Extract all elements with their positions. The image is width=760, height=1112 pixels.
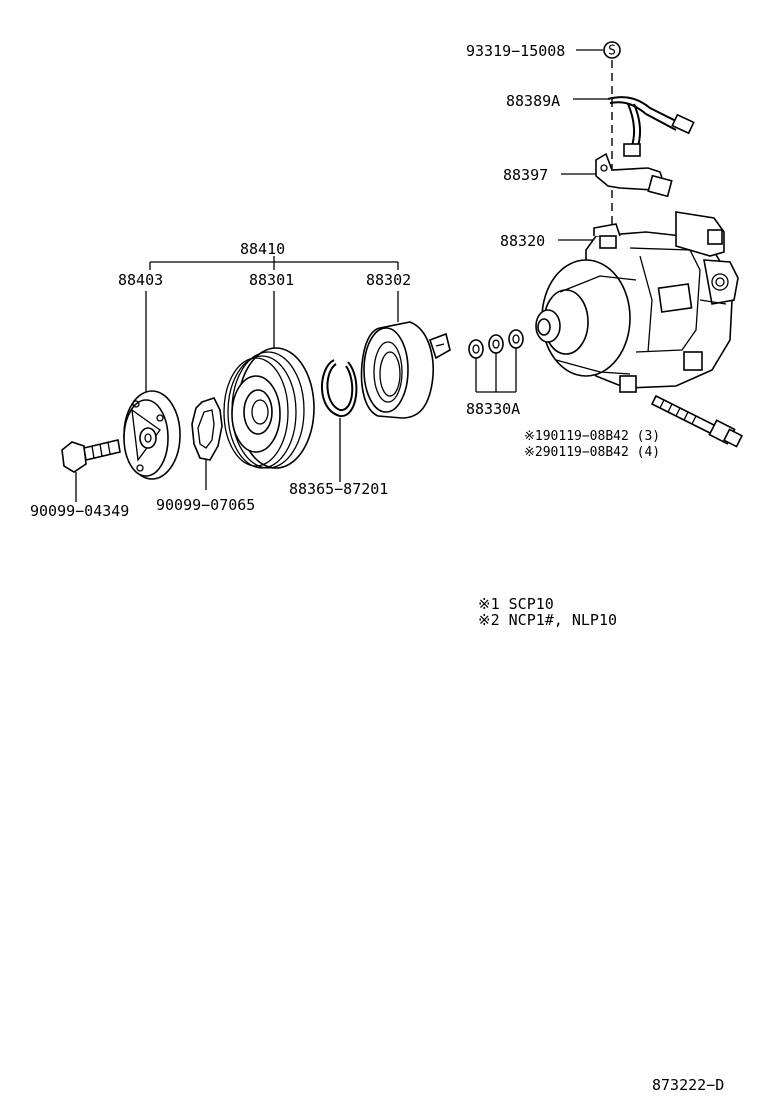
label-bolt-note-1: ※190119−08B42 (3) [524, 429, 660, 444]
part-90099-04349-bolt: 90099−04349 [30, 439, 129, 520]
part-90099-07065: 90099−07065 [156, 397, 255, 514]
symbol-s-icon [603, 41, 621, 59]
group-88410: 88410 88403 88301 88302 [118, 240, 411, 289]
part-88301-pulley [223, 291, 315, 469]
label-bolt-note-2: ※290119−08B42 (4) [524, 445, 660, 460]
part-88302-stator [360, 291, 451, 419]
symbol-s-text: S [608, 44, 616, 59]
part-88365-87201-snap-ring: 88365−87201 [289, 359, 388, 498]
label-88410: 88410 [240, 240, 285, 258]
label-88403: 88403 [118, 271, 163, 289]
label-90099-04349: 90099−04349 [30, 502, 129, 520]
label-88330A: 88330A [466, 400, 520, 418]
label-88301: 88301 [249, 271, 294, 289]
part-88320-compressor: 88320 [500, 211, 739, 393]
part-88403-hub [123, 291, 181, 480]
applicability-notes: ※1 SCP10 ※2 NCP1#, NLP10 [478, 595, 617, 629]
part-bolt-90119-08B42: ※190119−08B42 (3) ※290119−08B42 (4) [524, 394, 744, 460]
note-2: ※2 NCP1#, NLP10 [478, 611, 617, 629]
label-93319-15008: 93319−15008 [466, 42, 565, 60]
part-88397: 88397 [503, 152, 673, 198]
label-88302: 88302 [366, 271, 411, 289]
label-88397: 88397 [503, 166, 548, 184]
label-88365-87201: 88365−87201 [289, 480, 388, 498]
label-88320: 88320 [500, 232, 545, 250]
label-88389A: 88389A [506, 92, 560, 110]
part-88330A-shims: 88330A [466, 329, 524, 418]
figure-id: 873222−D [652, 1076, 724, 1094]
label-90099-07065: 90099−07065 [156, 496, 255, 514]
part-88389A: 88389A [506, 92, 695, 157]
part-93319-15008: S 93319−15008 [466, 41, 621, 60]
note-1: ※1 SCP10 [478, 595, 554, 613]
